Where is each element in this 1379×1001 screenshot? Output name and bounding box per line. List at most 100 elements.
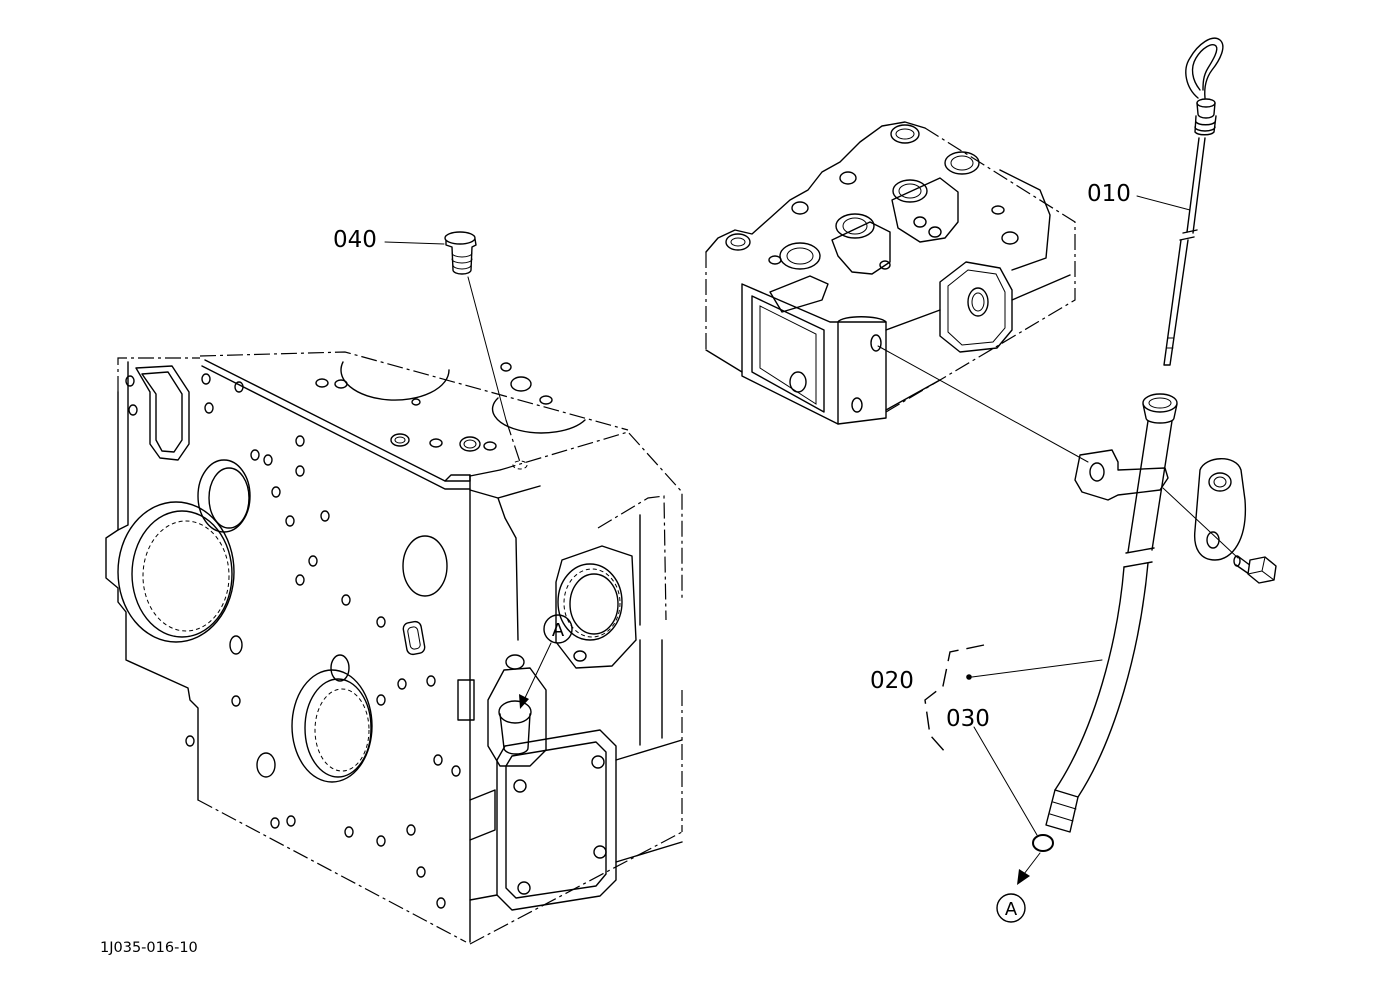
valve-seat [835,213,875,239]
rocker-pedestal [769,275,829,313]
plug-body [445,238,477,275]
block-deck-lip [201,365,471,490]
bolt-hole [376,835,386,847]
slot-outer [402,620,426,656]
reference-letter: A [552,620,565,641]
head-front-face [741,283,887,425]
clamp-plate-top-hole-inner [1213,476,1227,488]
plug-axis-phantom [505,419,521,463]
tube-lower-right [1077,562,1149,798]
tube-mouth-inner [1148,397,1172,409]
bolt-hole [286,815,296,827]
bolt-hole [125,375,135,387]
bolt-hole [285,515,295,527]
rocker-pedestal [891,177,959,243]
bolt-hole [397,678,407,690]
block-phantom-top-left [117,357,200,392]
bolt-hole [341,594,351,606]
head-side-boss-inner [947,269,1006,346]
tube-lower-left [1054,566,1125,791]
head-pocket-inner [759,305,817,405]
deck-hole [315,378,329,388]
head-bottom-left [705,349,743,373]
bracket-hole [1089,462,1105,482]
slot-inner [407,626,421,650]
bolt-tip [1233,555,1241,567]
bolt-hole [416,866,426,878]
head-valve-holes [725,124,1019,270]
head-pocket-hole [789,371,807,393]
slot [402,620,426,656]
deck-phantom-right [499,431,683,600]
filter-bore-outer [557,563,623,641]
medium-hole [256,752,276,778]
deck-hole [483,441,497,451]
block-deck-front-edge [204,359,471,482]
bolt-hole [320,510,330,522]
bolt-hole [344,826,354,838]
gauge-guide-tube [1045,393,1178,833]
front-face-bolt-holes [125,373,461,909]
mid-opening [402,535,448,597]
tube-collar [1142,403,1178,424]
plug-top [444,231,476,245]
leader-line-040 [384,241,445,245]
cylinder-bore-2 [491,397,586,434]
gauge-hole [498,700,532,724]
bolt-hole [406,824,416,836]
leader-line-010 [1136,195,1191,211]
gauge-hole-bore [499,713,531,755]
deck-right-edge [469,469,501,477]
clamp-bolt-axis [1162,487,1239,559]
reference-leader [523,642,552,701]
bolt-hole [128,404,138,416]
valve-seat-inner [895,128,915,140]
head-bracket-bolt-hole [870,334,882,352]
o-ring-arrow-line [1023,852,1041,875]
deck-hole [539,395,553,405]
clamp-plate-outline [1193,458,1247,561]
head-top-edge [705,121,926,253]
reference-arrowhead [519,694,529,709]
head-side-boss [939,261,1013,353]
leader-line-020 [971,659,1103,678]
head-right-boss [999,169,1051,271]
head-small-hole [1001,231,1019,245]
clamp-plate [1193,458,1247,561]
block-corner-tab [444,474,471,482]
head-small-hole [879,260,891,270]
bolt-hole [433,754,443,766]
bolt-hole [231,695,241,707]
filter-flange [555,545,637,669]
head-phantom-top-right [885,127,1076,413]
gear-case-opening-bore [142,520,230,632]
guide-bracket [1074,449,1169,501]
bolt-hole [436,897,446,909]
valve-seat [892,179,928,203]
callout-040: 040 [333,227,377,253]
deck-hole [411,398,421,406]
o-ring-arrowhead [1017,869,1030,885]
side-phantom-bottom [469,831,683,945]
head-pocket [751,295,825,413]
medium-hole [229,635,243,655]
gauge-cap [1196,102,1216,119]
deck-hole-inner [463,439,477,449]
gauge-cap-top [1196,98,1216,108]
bolt-hole [451,765,461,777]
filter-bracket-phantom [597,495,667,621]
side-face-top [497,485,541,499]
clamp-plate-top-hole [1208,472,1232,492]
plug [444,231,477,275]
gauge-handle-loop-inner [1191,44,1218,91]
rocker-pedestal [831,221,891,275]
reference-circle [996,893,1026,923]
block-phantom-bottom [197,799,467,943]
head-small-hole [928,226,942,238]
valve-seat [890,124,920,144]
block-phantom-top-back [199,351,629,431]
bolt-hole [295,435,305,447]
head-hole [851,397,863,413]
valve-seat [779,242,821,270]
